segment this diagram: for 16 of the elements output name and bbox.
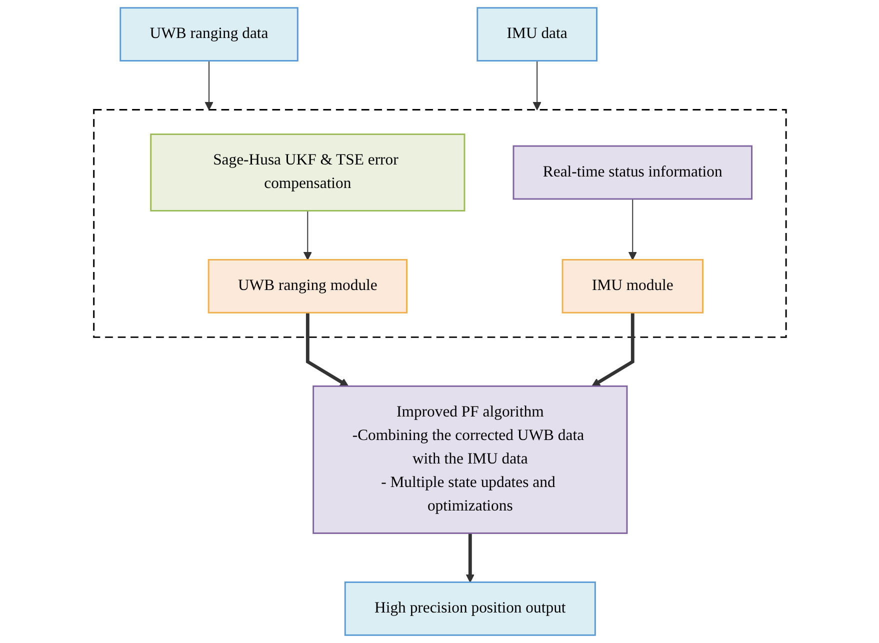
arrow [204, 60, 213, 110]
node-box: Real-time status information [512, 145, 752, 200]
node-box: Improved PF algorithm -Combining the corrected UWB data with the IMU data - Multiple state updates and optimizations [312, 385, 628, 534]
node-box: UWB ranging module [207, 259, 408, 314]
arrow [465, 533, 474, 583]
arrow [591, 312, 634, 387]
cluster [92, 109, 786, 338]
node-box: IMU data [476, 7, 598, 62]
arrow [302, 210, 312, 260]
arrow [628, 198, 636, 260]
arrow [306, 312, 348, 387]
node-box: Sage-Husa UKF & TSE error compensation [150, 134, 465, 212]
node-box: High precision position output [344, 581, 596, 636]
node-box: IMU module [561, 259, 704, 314]
node-box: UWB ranging data [119, 7, 298, 62]
arrow [532, 60, 541, 110]
